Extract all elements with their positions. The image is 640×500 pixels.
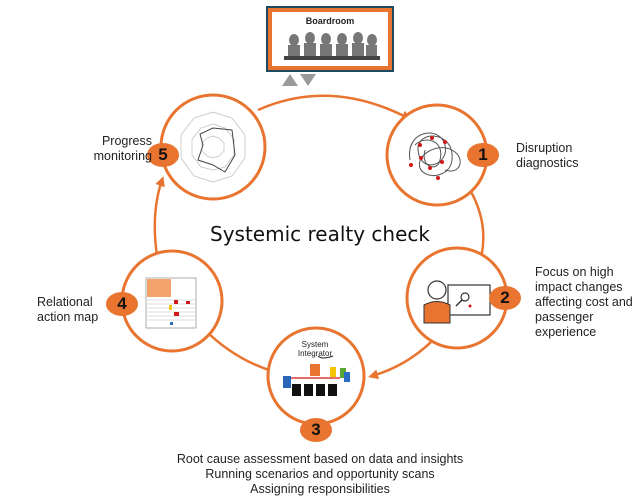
- system-integrator-line-2: Integrator: [297, 349, 333, 358]
- system-integrator-line-1: System: [301, 340, 329, 349]
- boardroom-image: Boardroom: [272, 12, 388, 66]
- step-1-label: Disruption diagnostics: [516, 141, 579, 171]
- step-3-label: Root cause assessment based on data and …: [120, 452, 520, 497]
- step-2-label-line: Focus on high: [535, 265, 614, 279]
- step-3-label-line: Root cause assessment based on data and …: [176, 452, 464, 466]
- step-5-label-line: monitoring: [93, 149, 152, 163]
- boardroom-title: Boardroom: [305, 16, 355, 26]
- step-2-label: Focus on high impact changes affecting c…: [535, 265, 633, 340]
- up-arrow-icon: [282, 74, 298, 86]
- arc-2-to-3: [368, 334, 439, 380]
- step-2-label-line: passenger: [535, 310, 594, 324]
- meeting-icon: [283, 355, 350, 396]
- step-5-label-line: Progress: [101, 134, 152, 148]
- step-5-badge[interactable]: 5: [147, 143, 179, 167]
- step-4-label-line: Relational: [37, 295, 93, 309]
- step-5-label: Progress monitoring: [72, 134, 152, 164]
- step-1-label-line: diagnostics: [516, 156, 579, 170]
- step-2-label-line: affecting cost and: [535, 295, 633, 309]
- step-5-circle[interactable]: [159, 93, 267, 201]
- step-4-badge[interactable]: 4: [106, 292, 138, 316]
- system-integrator-label: System Integrator: [290, 340, 340, 358]
- tangle-red-dots: [409, 136, 447, 180]
- step-1-badge[interactable]: 1: [467, 143, 499, 167]
- arc-5-to-1: [257, 94, 412, 120]
- step-3-badge[interactable]: 3: [300, 418, 332, 442]
- step-1-label-line: Disruption: [516, 141, 573, 155]
- radar-chart-icon: [180, 111, 246, 183]
- boardroom-people-icon: [284, 32, 380, 60]
- step-3-label-line: Running scenarios and opportunity scans: [205, 467, 435, 481]
- step-2-label-line: impact changes: [535, 280, 623, 294]
- step-4-label-line: action map: [37, 310, 99, 324]
- down-arrow-icon: [300, 74, 316, 86]
- arc-4-to-5: [153, 176, 165, 263]
- step-4-label: Relational action map: [37, 295, 98, 325]
- step-3-label-line: Assigning responsibilities: [250, 482, 390, 496]
- action-map-icon: [145, 277, 197, 329]
- boardroom-panel: Boardroom: [266, 6, 394, 72]
- arc-3-to-4: [202, 327, 276, 374]
- step-2-badge[interactable]: 2: [489, 286, 521, 310]
- step-2-label-line: experience: [535, 325, 597, 339]
- center-title: Systemic realty check: [210, 222, 430, 246]
- presenter-icon: [423, 280, 491, 324]
- tangle-icon: [409, 132, 461, 176]
